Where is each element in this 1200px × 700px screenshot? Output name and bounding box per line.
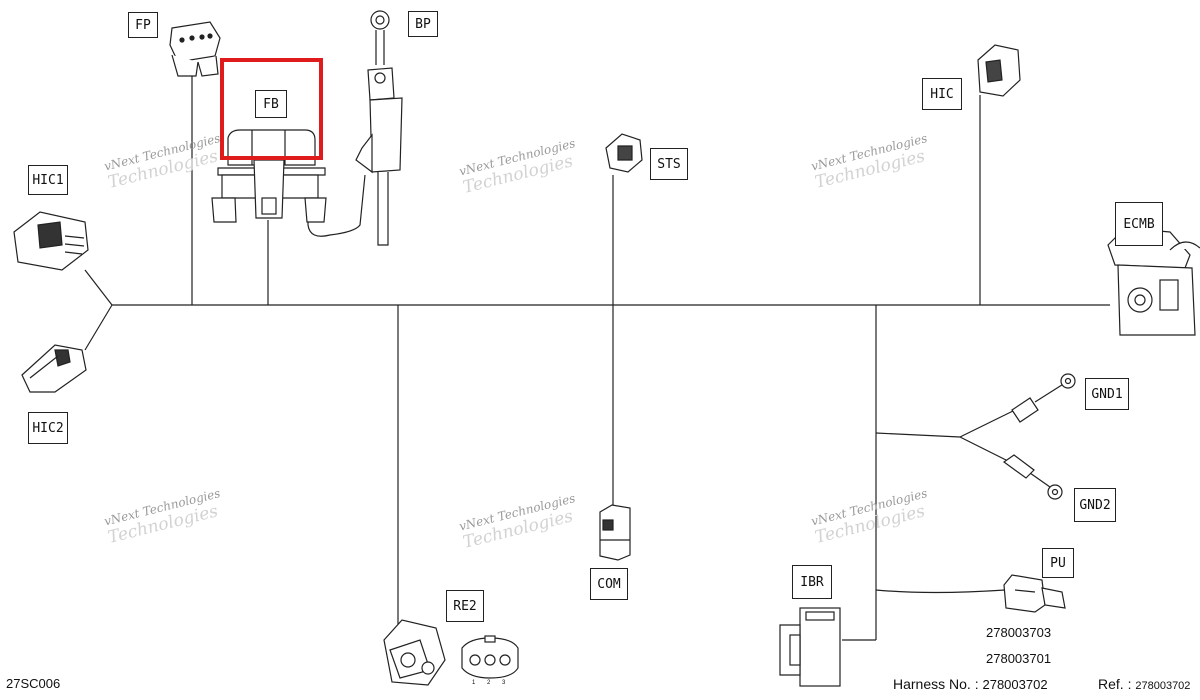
ref-label: Ref. : (1098, 676, 1132, 692)
ecmb-connector-icon (1107, 227, 1200, 336)
label-hic1: HIC1 (28, 165, 68, 195)
re2-connector-icon (383, 619, 446, 686)
part-number-2: 278003701 (986, 651, 1052, 666)
label-fb: FB (255, 90, 287, 118)
label-gnd2: GND2 (1074, 488, 1116, 522)
ibr-connector-icon (779, 607, 841, 687)
label-fp: FP (128, 12, 158, 38)
bp-terminal-icon (355, 10, 403, 246)
pin-number: 1 (472, 680, 476, 686)
ref-value: 278003702 (1135, 680, 1191, 692)
harness-label: Harness No. : (893, 676, 979, 692)
label-gnd1: GND1 (1085, 378, 1129, 410)
part-number-1: 278003703 (986, 625, 1052, 640)
hic1-connector-icon (13, 211, 89, 271)
pin-number: 2 (487, 680, 491, 686)
label-ibr: IBR (792, 565, 832, 599)
fb-highlight-frame (220, 58, 323, 160)
re2-pin-face-icon (461, 635, 519, 679)
harness-number: Harness No. : 278003702 (893, 676, 1048, 692)
label-com: COM (590, 568, 628, 600)
label-hic: HIC (922, 78, 962, 110)
pu-connector-icon (1003, 574, 1066, 613)
label-sts: STS (650, 148, 688, 180)
ref-number: Ref. : 278003702 (1098, 676, 1190, 692)
gnd2-terminal-icon (1002, 454, 1063, 500)
hic2-wire (84, 304, 113, 351)
label-ecmb: ECMB (1115, 202, 1163, 246)
footer-code: 27SC006 (6, 676, 61, 691)
hic2-connector-icon (21, 344, 87, 393)
label-pu: PU (1042, 548, 1074, 578)
pu-wire (875, 589, 1006, 594)
hic1-wire (84, 269, 113, 306)
pin-number: 3 (502, 680, 506, 686)
gnd-split-wire (875, 432, 961, 438)
label-hic2: HIC2 (28, 412, 68, 444)
hic-connector-icon (977, 44, 1021, 97)
harness-value: 278003702 (982, 677, 1048, 692)
gnd1-terminal-icon (1011, 373, 1076, 423)
label-re2: RE2 (446, 590, 484, 622)
com-connector-icon (599, 504, 631, 561)
bp-wire (307, 174, 366, 237)
fp-connector-icon (169, 21, 221, 77)
sts-connector-icon (605, 133, 643, 173)
label-bp: BP (408, 11, 438, 37)
